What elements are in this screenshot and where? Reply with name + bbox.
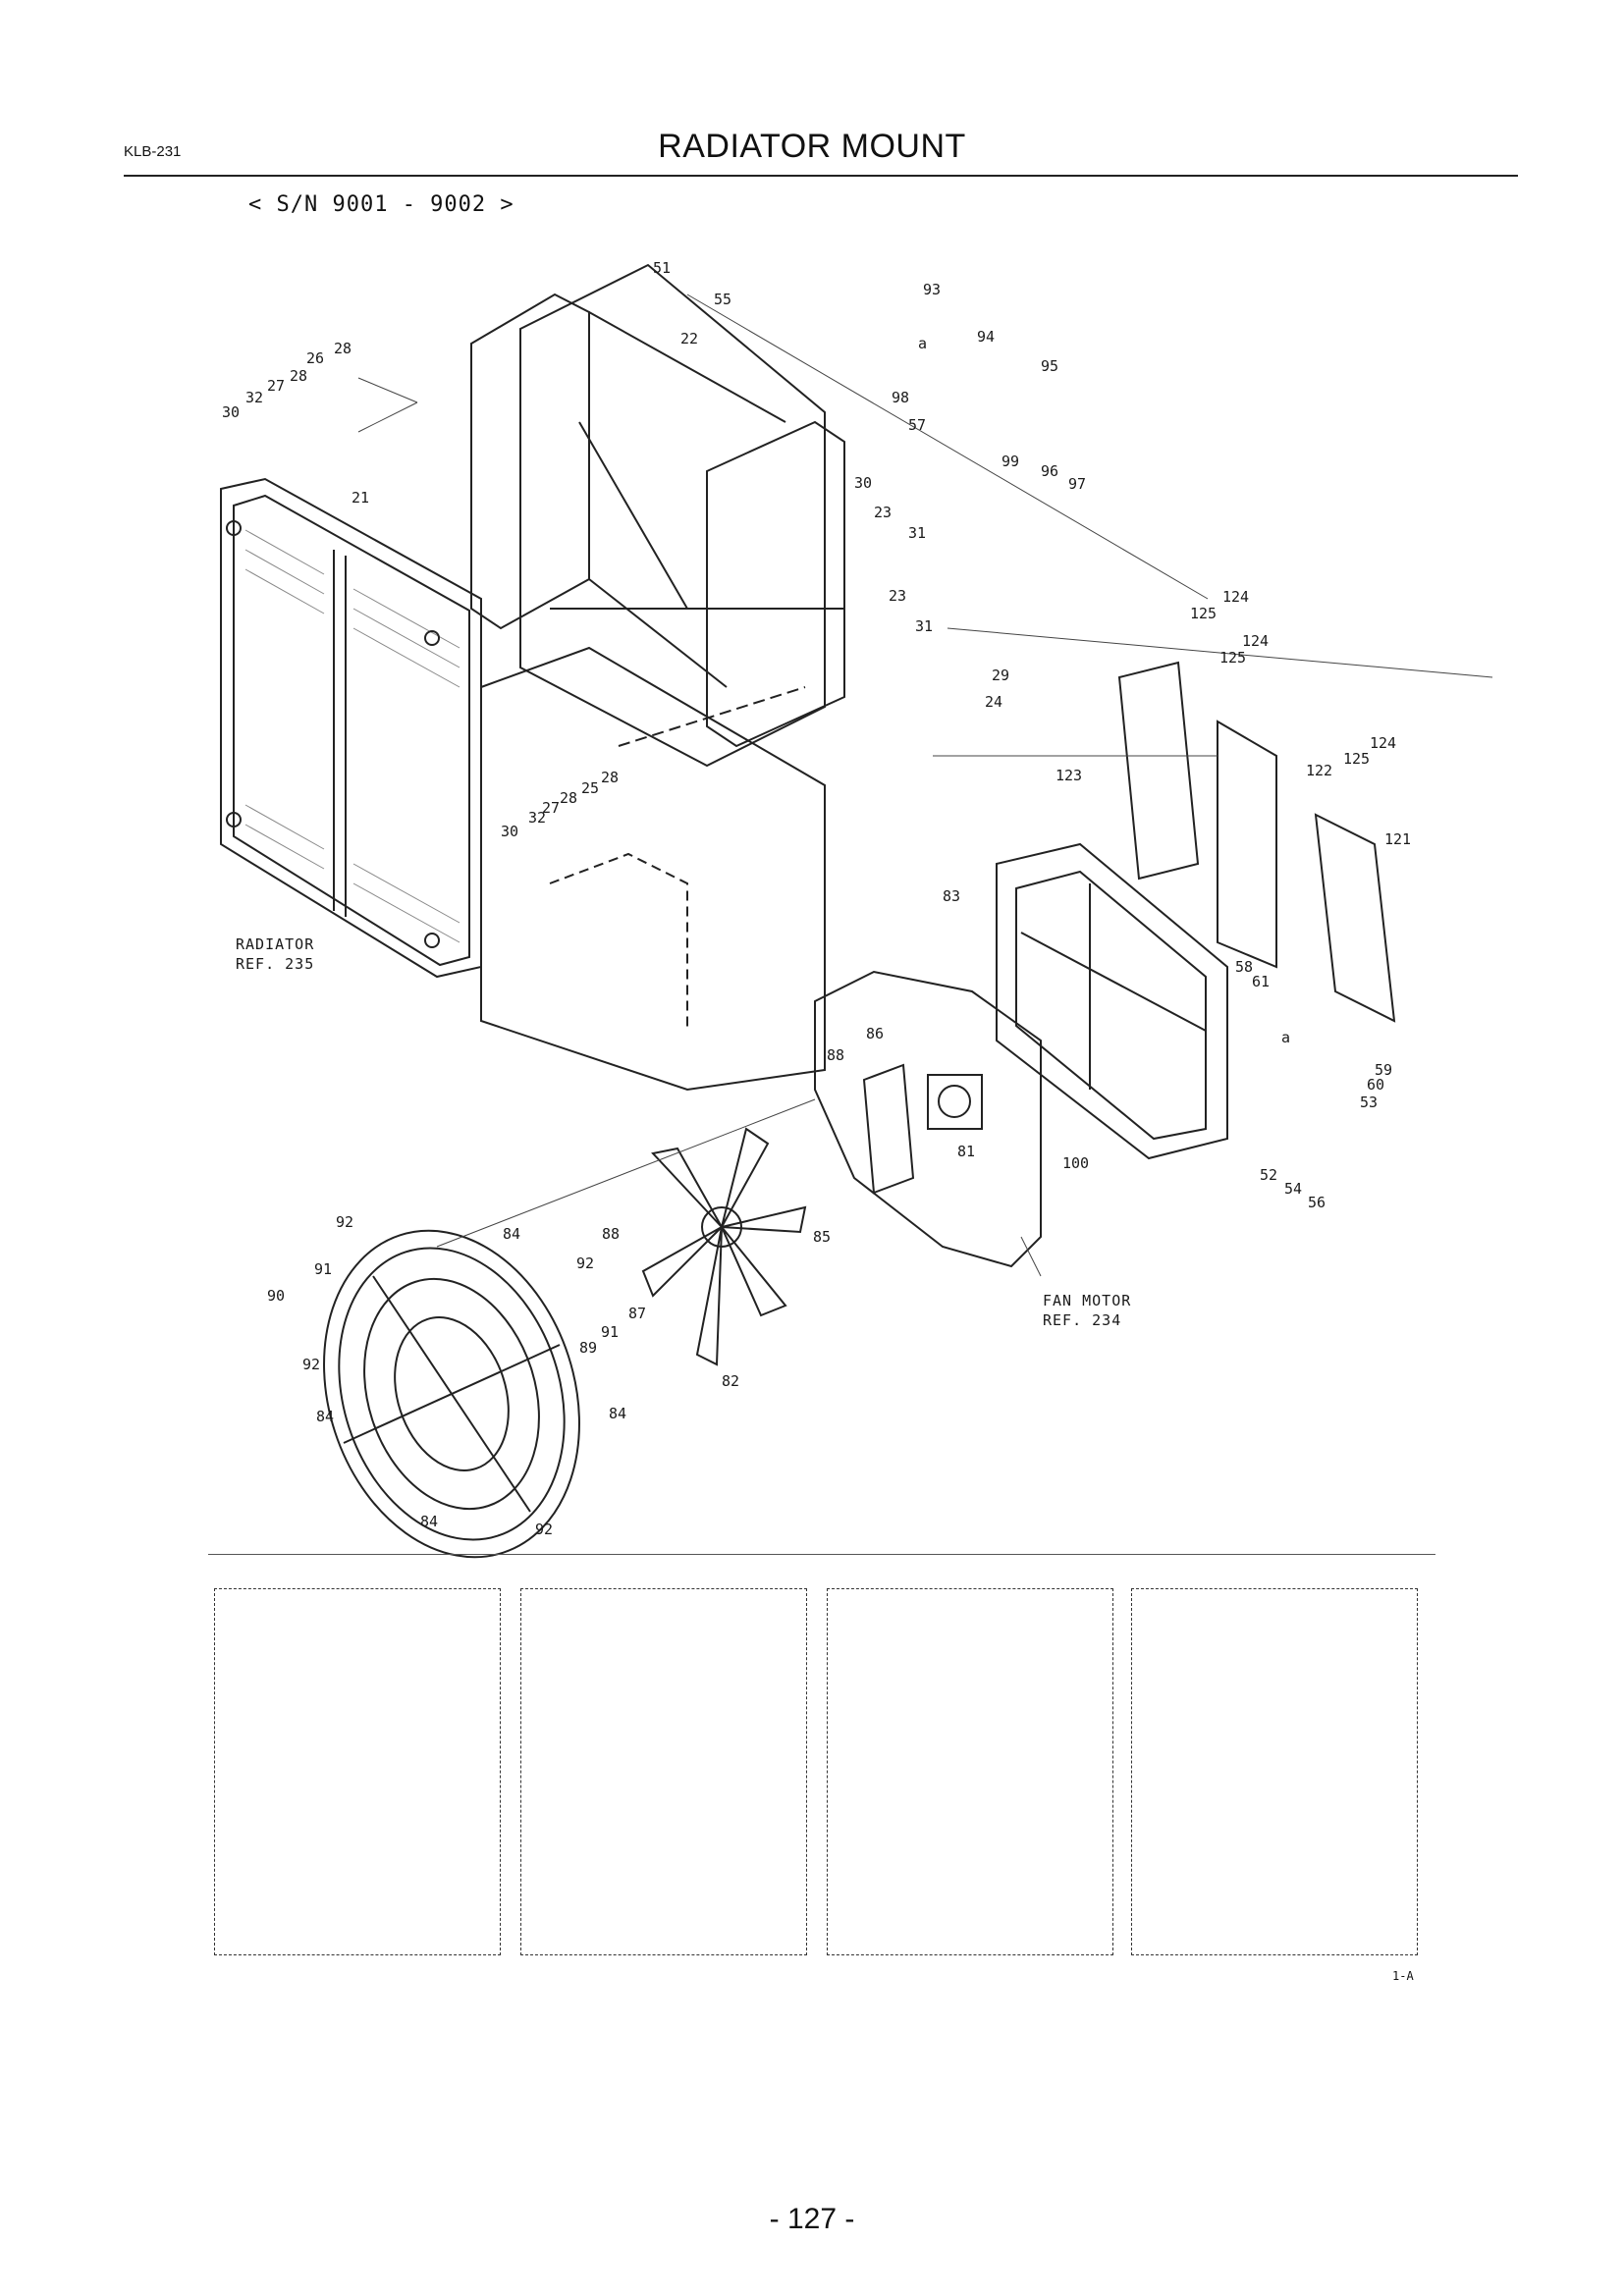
leader-lines — [357, 294, 1493, 1277]
part-label-30: 30 — [854, 474, 872, 492]
document-code: KLB-231 — [124, 143, 182, 160]
part-label-97: 97 — [1068, 475, 1086, 493]
part-label-93: 93 — [923, 281, 941, 298]
part-label-27: 27 — [267, 377, 285, 395]
part-label-61: 61 — [1252, 973, 1270, 990]
part-label-124: 124 — [1242, 632, 1269, 650]
part-label-28: 28 — [334, 340, 352, 357]
part-label-58: 58 — [1235, 958, 1253, 976]
part-label-32: 32 — [245, 389, 263, 406]
note-box-3 — [827, 1588, 1113, 1955]
part-label-52: 52 — [1260, 1166, 1277, 1184]
part-label-92: 92 — [576, 1255, 594, 1272]
detail-marker-a: a — [1281, 1029, 1290, 1046]
part-label-31: 31 — [915, 617, 933, 635]
part-label-26: 26 — [306, 349, 324, 367]
part-label-122: 122 — [1306, 762, 1332, 779]
part-label-82: 82 — [722, 1372, 739, 1390]
fan-guard-drawing — [323, 1229, 580, 1559]
part-label-29: 29 — [992, 667, 1009, 684]
part-label-22: 22 — [680, 330, 698, 347]
part-label-31: 31 — [908, 524, 926, 542]
sheet-reference: 1-A — [1392, 1969, 1414, 1983]
fan-blades-drawing — [641, 1127, 807, 1366]
note-box-1 — [214, 1588, 501, 1955]
part-label-84: 84 — [609, 1405, 626, 1422]
part-label-27: 27 — [542, 799, 560, 817]
part-label-96: 96 — [1041, 462, 1058, 480]
part-label-28: 28 — [601, 769, 619, 786]
frame-drawing — [470, 263, 845, 1092]
part-label-23: 23 — [889, 587, 906, 605]
section-divider — [208, 1554, 1435, 1555]
part-label-21: 21 — [352, 489, 369, 507]
part-label-85: 85 — [813, 1228, 831, 1246]
part-label-88: 88 — [827, 1046, 844, 1064]
part-label-125: 125 — [1219, 649, 1246, 667]
exploded-parts-diagram: 51 55 93 22 94 26 28 95 30 32 27 28 98 5… — [220, 259, 1493, 1559]
part-label-28: 28 — [290, 367, 307, 385]
fan-motor-ref: REF. 234 — [1043, 1311, 1121, 1329]
part-label-124: 124 — [1370, 734, 1396, 752]
part-label-81: 81 — [957, 1143, 975, 1160]
part-label-94: 94 — [977, 328, 995, 346]
part-label-87: 87 — [628, 1305, 646, 1322]
part-label-99: 99 — [1001, 453, 1019, 470]
fan-motor-drawing — [862, 1063, 983, 1195]
gasket-ring-drawing — [814, 970, 1042, 1268]
part-label-54: 54 — [1284, 1180, 1302, 1198]
part-label-90: 90 — [267, 1287, 285, 1305]
part-label-125: 125 — [1190, 605, 1217, 622]
side-panels-drawing — [1117, 661, 1396, 1023]
part-label-121: 121 — [1384, 830, 1411, 848]
part-label-89: 89 — [579, 1339, 597, 1357]
note-box-2 — [520, 1588, 807, 1955]
part-label-51: 51 — [653, 259, 671, 277]
part-label-95: 95 — [1041, 357, 1058, 375]
part-label-92: 92 — [302, 1356, 320, 1373]
part-label-56: 56 — [1308, 1194, 1326, 1211]
part-label-92: 92 — [336, 1213, 353, 1231]
fan-shroud-drawing — [996, 842, 1228, 1160]
header-rule — [124, 175, 1518, 177]
radiator-ref: REF. 235 — [236, 955, 314, 973]
part-label-84: 84 — [503, 1225, 520, 1243]
page-title: RADIATOR MOUNT — [658, 128, 966, 165]
part-label-84: 84 — [316, 1408, 334, 1425]
part-label-83: 83 — [943, 887, 960, 905]
part-label-98: 98 — [892, 389, 909, 406]
part-label-23: 23 — [874, 504, 892, 521]
part-label-124: 124 — [1222, 588, 1249, 606]
part-label-125: 125 — [1343, 750, 1370, 768]
part-label-28: 28 — [560, 789, 577, 807]
part-label-60: 60 — [1367, 1076, 1384, 1094]
part-label-86: 86 — [866, 1025, 884, 1042]
part-label-24: 24 — [985, 693, 1002, 711]
radiator-label: RADIATOR — [236, 935, 314, 953]
part-label-30: 30 — [501, 823, 518, 840]
part-label-32: 32 — [528, 809, 546, 827]
fan-motor-label: FAN MOTOR — [1043, 1292, 1131, 1309]
part-label-91: 91 — [601, 1323, 619, 1341]
part-label-30: 30 — [222, 403, 240, 421]
page-number: - 127 - — [769, 2203, 855, 2235]
part-label-25: 25 — [581, 779, 599, 797]
part-label-53: 53 — [1360, 1094, 1378, 1111]
part-label-57: 57 — [908, 416, 926, 434]
part-label-92: 92 — [535, 1521, 553, 1538]
serial-range: < S/N 9001 - 9002 > — [248, 192, 514, 217]
part-label-88: 88 — [602, 1225, 620, 1243]
detail-marker-a: a — [918, 335, 927, 352]
note-box-4 — [1131, 1588, 1418, 1955]
part-label-84: 84 — [420, 1513, 438, 1530]
part-label-91: 91 — [314, 1260, 332, 1278]
part-label-100: 100 — [1062, 1154, 1089, 1172]
part-label-55: 55 — [714, 291, 731, 308]
part-label-123: 123 — [1056, 767, 1082, 784]
radiator-drawing — [220, 477, 482, 979]
part-label-59: 59 — [1375, 1061, 1392, 1079]
